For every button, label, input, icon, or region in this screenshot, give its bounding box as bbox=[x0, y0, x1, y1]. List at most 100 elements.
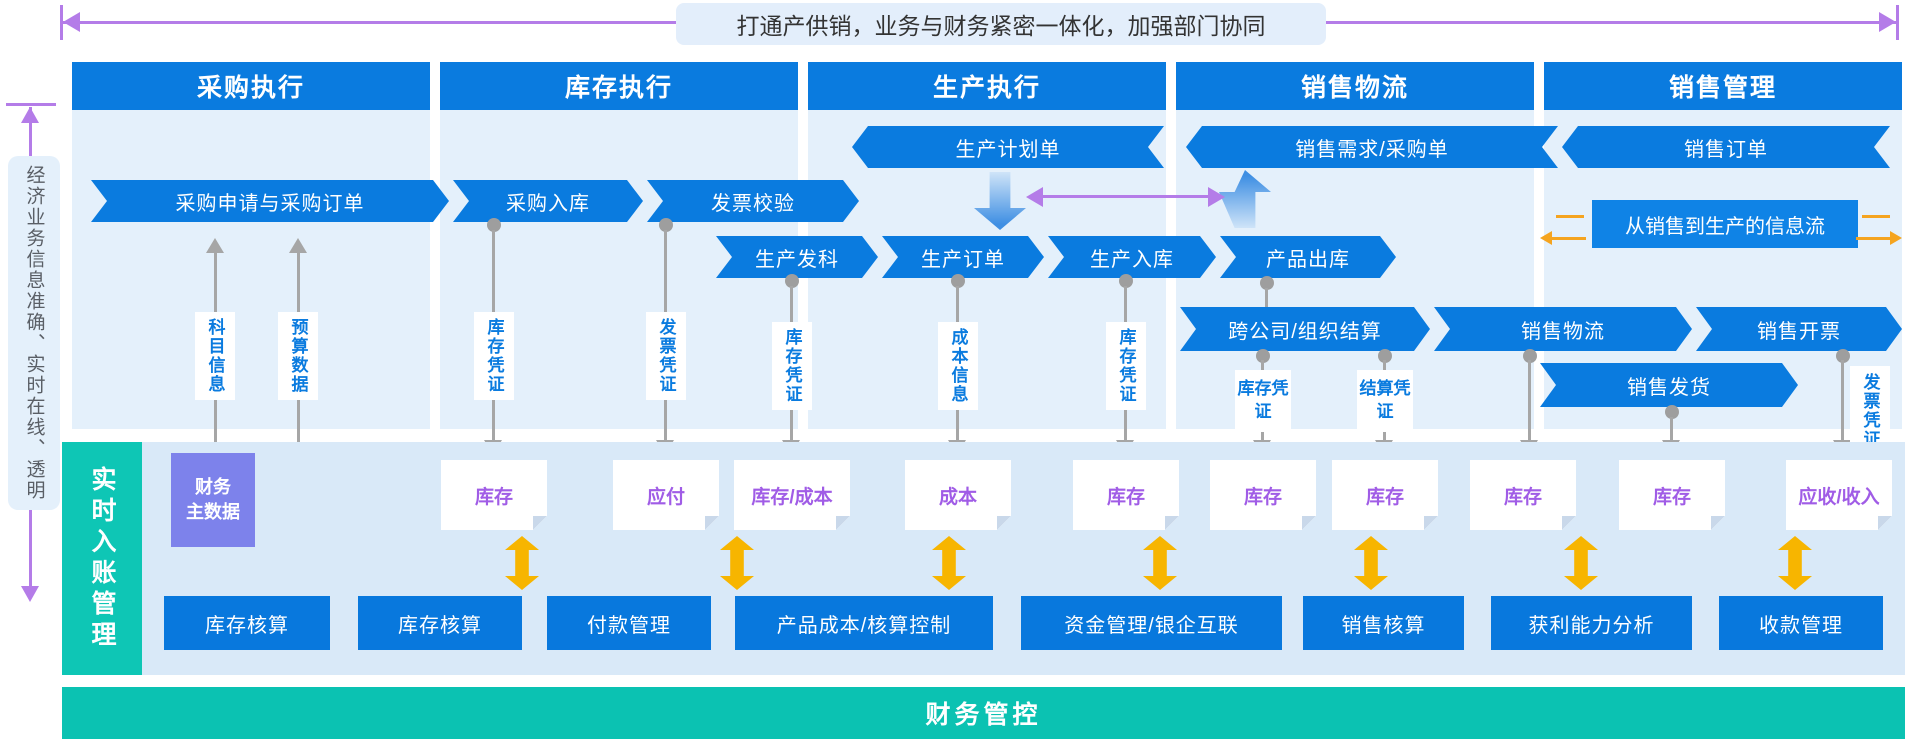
flow-purchase-inbound: 采购入库 bbox=[453, 180, 643, 222]
subject-info-up-arrow-icon bbox=[206, 238, 224, 253]
cost-info-line-bottom bbox=[956, 410, 959, 440]
left-rail-label: 经济业务信息准确、实时在线、透明 bbox=[8, 156, 60, 510]
box-sales-accounting: 销售核算 bbox=[1303, 596, 1464, 650]
info-flow-left-line bbox=[1552, 237, 1586, 240]
info-flow-right-line bbox=[1856, 237, 1890, 240]
flow-production-inbound: 生产入库 bbox=[1048, 236, 1216, 278]
sales-invoicing-dot-icon bbox=[1836, 349, 1850, 363]
box-collection-management: 收款管理 bbox=[1719, 596, 1883, 650]
header-production: 生产执行 bbox=[808, 62, 1166, 110]
inventory-voucher4-line-top bbox=[1261, 360, 1264, 370]
sales-delivery-line bbox=[1670, 417, 1673, 440]
voucher-subject-info: 科目信息 bbox=[195, 312, 235, 400]
note-payable: 应付 bbox=[613, 460, 719, 530]
production-order-dot-icon bbox=[951, 274, 965, 288]
plan-demand-link-left-arrow-icon bbox=[1026, 187, 1043, 207]
finance-master-data-box: 财务 主数据 bbox=[171, 453, 255, 547]
info-flow-left-arrow-icon bbox=[1540, 231, 1552, 245]
voucher-inventory-2: 库存凭证 bbox=[772, 322, 812, 410]
cost-info-line-top bbox=[956, 286, 959, 322]
budget-data-line-top bbox=[297, 253, 300, 312]
top-span-right-cap bbox=[1896, 5, 1899, 40]
voucher-inventory-1: 库存凭证 bbox=[474, 312, 514, 400]
box-payment-management: 付款管理 bbox=[547, 596, 711, 650]
flow-production-order: 生产订单 bbox=[882, 236, 1044, 278]
note-inventory-3: 库存 bbox=[1210, 460, 1316, 530]
note-receivable-revenue: 应收/收入 bbox=[1786, 460, 1892, 530]
note-inventory-6: 库存 bbox=[1619, 460, 1725, 530]
flow-sales-demand: 销售需求/采购单 bbox=[1186, 126, 1558, 168]
product-outbound-dot-icon bbox=[1260, 276, 1274, 290]
voucher-inventory-3: 库存凭证 bbox=[1106, 322, 1146, 410]
top-banner: 打通产供销，业务与财务紧密一体化，加强部门协同 bbox=[676, 3, 1326, 45]
flow-sales-logistics: 销售物流 bbox=[1434, 307, 1692, 351]
flow-sales-delivery: 销售发货 bbox=[1540, 363, 1798, 407]
voucher-settlement: 结算凭证 bbox=[1357, 370, 1413, 432]
plan-demand-link-right-arrow-icon bbox=[1208, 187, 1225, 207]
subject-info-line-top bbox=[214, 253, 217, 312]
note-inventory-1: 库存 bbox=[441, 460, 547, 530]
flow-production-plan: 生产计划单 bbox=[852, 126, 1164, 168]
inventory-voucher2-line-top bbox=[790, 286, 793, 322]
header-sales-logistics: 销售物流 bbox=[1176, 62, 1534, 110]
invoice-voucher2-line bbox=[1841, 360, 1844, 440]
info-flow-note: 从销售到生产的信息流 bbox=[1592, 200, 1858, 248]
inventory-voucher3-line-top bbox=[1124, 286, 1127, 322]
purchase-inbound-dot-icon bbox=[487, 218, 501, 232]
flow-production-issue: 生产发科 bbox=[716, 236, 878, 278]
flow-sales-order: 销售订单 bbox=[1562, 126, 1890, 168]
flow-purchase-request: 采购申请与采购订单 bbox=[91, 180, 449, 222]
voucher-invoice-1: 发票凭证 bbox=[646, 312, 686, 400]
posting-band-sidebar: 实时入账管理 bbox=[62, 442, 142, 675]
note-inventory-cost: 库存/成本 bbox=[734, 460, 850, 530]
sales-logistics-dot-icon bbox=[1523, 349, 1537, 363]
subject-info-line-bottom bbox=[214, 400, 217, 452]
box-inventory-accounting-1: 库存核算 bbox=[164, 596, 330, 650]
voucher-budget-data: 预算数据 bbox=[278, 312, 318, 400]
inventory-voucher1-line-bottom bbox=[492, 400, 495, 440]
left-span-down-arrow-icon bbox=[21, 586, 39, 602]
box-treasury-bank-link: 资金管理/银企互联 bbox=[1021, 596, 1282, 650]
flow-product-outbound: 产品出库 bbox=[1220, 236, 1396, 278]
production-inbound-dot-icon bbox=[1119, 274, 1133, 288]
inventory-voucher1-line-top bbox=[492, 230, 495, 312]
header-sales-management: 销售管理 bbox=[1544, 62, 1902, 110]
flow-sales-invoicing: 销售开票 bbox=[1696, 307, 1902, 351]
header-procurement: 采购执行 bbox=[72, 62, 430, 110]
flow-cross-org-settlement: 跨公司/组织结算 bbox=[1180, 307, 1430, 351]
header-inventory: 库存执行 bbox=[440, 62, 798, 110]
cross-org-dot1-icon bbox=[1256, 349, 1270, 363]
settlement-voucher-line-top bbox=[1383, 360, 1386, 370]
inventory-voucher2-line-bottom bbox=[790, 410, 793, 440]
left-span-up-arrow-icon bbox=[21, 107, 39, 123]
top-span-left-cap bbox=[60, 5, 63, 40]
budget-data-up-arrow-icon bbox=[289, 238, 307, 253]
inventory-voucher4-line-bottom bbox=[1261, 432, 1264, 440]
voucher-cost-info: 成本信息 bbox=[938, 322, 978, 410]
invoice-voucher1-line-top bbox=[664, 230, 667, 312]
box-profitability-analysis: 获利能力分析 bbox=[1491, 596, 1692, 650]
footer-finance-control: 财务管控 bbox=[62, 687, 1905, 739]
invoice-verification-dot-icon bbox=[659, 218, 673, 232]
top-span-right-arrow-icon bbox=[1879, 12, 1896, 32]
left-span-top-cap bbox=[6, 103, 56, 106]
note-inventory-4: 库存 bbox=[1332, 460, 1438, 530]
box-inventory-accounting-2: 库存核算 bbox=[358, 596, 522, 650]
production-issue-dot-icon bbox=[785, 274, 799, 288]
inventory-voucher3-line-bottom bbox=[1124, 410, 1127, 440]
voucher-inventory-4: 库存凭证 bbox=[1235, 370, 1291, 432]
sales-logistics-line bbox=[1528, 360, 1531, 440]
sales-delivery-dot-icon bbox=[1665, 405, 1679, 419]
box-product-cost-control: 产品成本/核算控制 bbox=[735, 596, 993, 650]
note-inventory-5: 库存 bbox=[1470, 460, 1576, 530]
settlement-voucher-line-bottom bbox=[1383, 432, 1386, 440]
info-flow-right-dash bbox=[1862, 215, 1890, 218]
flow-invoice-verification: 发票校验 bbox=[647, 180, 859, 222]
note-cost: 成本 bbox=[905, 460, 1011, 530]
voucher-invoice-2: 发票凭证 bbox=[1850, 366, 1890, 456]
product-outbound-link-line bbox=[1265, 288, 1268, 307]
plan-demand-link-line bbox=[1032, 195, 1214, 198]
invoice-voucher1-line-bottom bbox=[664, 400, 667, 440]
cross-org-dot2-icon bbox=[1378, 349, 1392, 363]
